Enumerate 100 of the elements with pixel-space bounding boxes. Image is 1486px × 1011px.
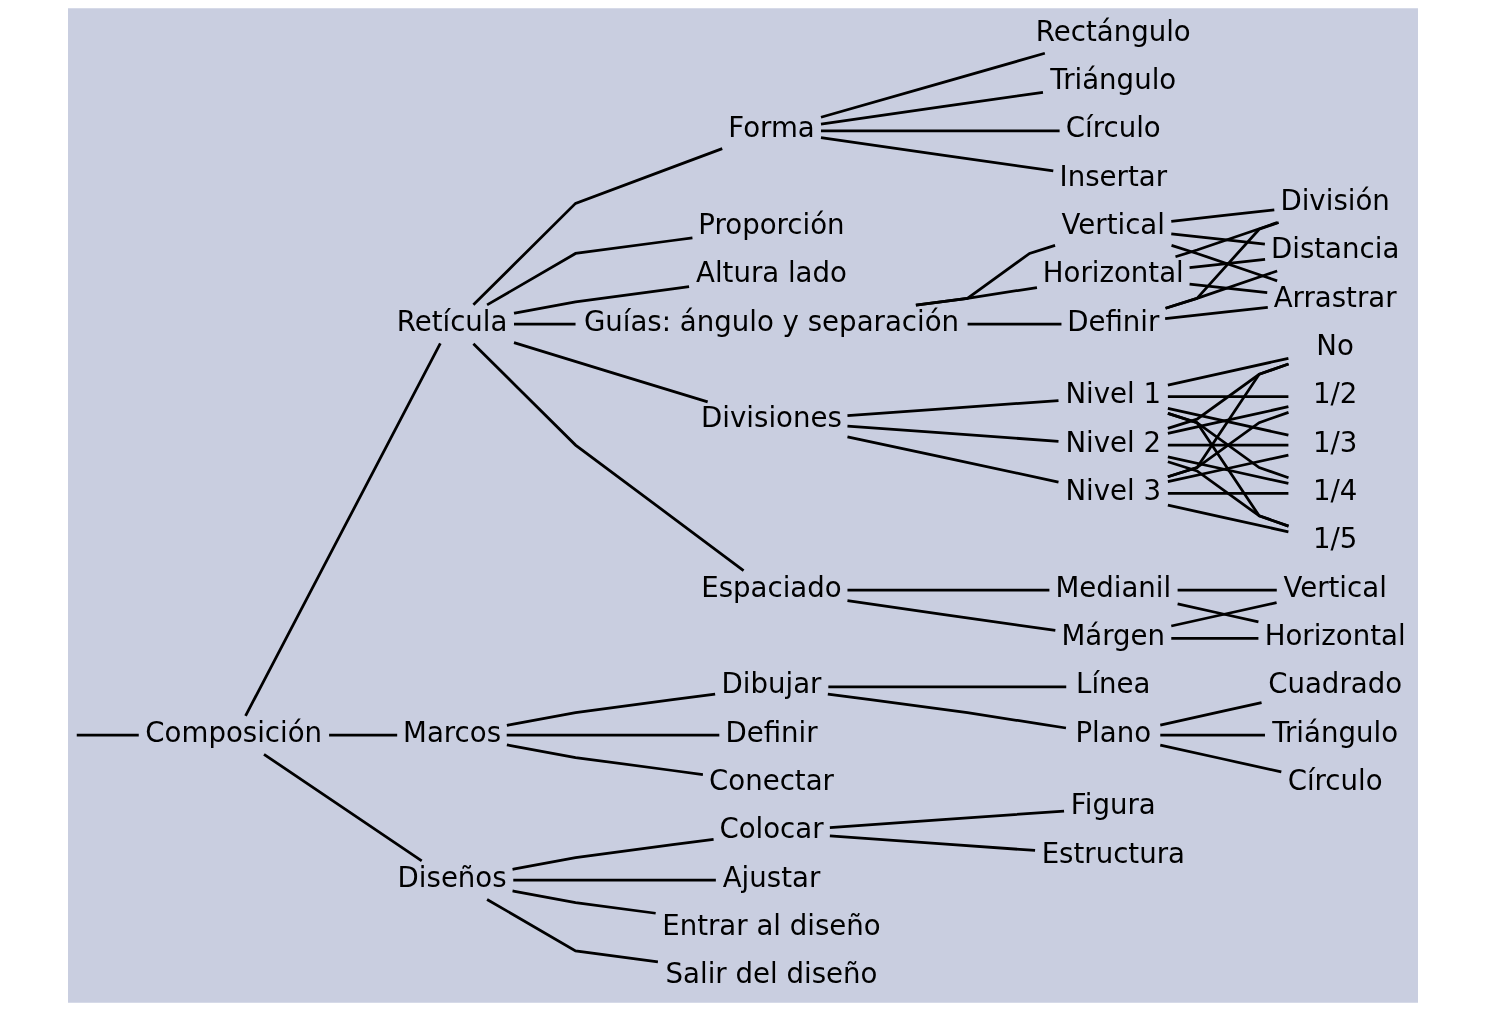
node-text: Triángulo	[1050, 63, 1177, 97]
node-text: Línea	[1076, 667, 1151, 701]
connector	[1165, 305, 1268, 321]
connector	[1167, 492, 1289, 495]
connector	[486, 898, 659, 964]
connector	[263, 753, 423, 862]
node-text: Dibujar	[721, 667, 822, 701]
connector	[506, 733, 720, 737]
connector	[1159, 701, 1262, 727]
node-text: Guías: ángulo y separación	[583, 304, 960, 338]
node-text: Estructura	[1041, 836, 1185, 870]
connector	[1167, 395, 1289, 399]
connector	[514, 322, 576, 326]
connector	[472, 147, 723, 306]
node-text: Distancia	[1270, 232, 1400, 266]
connector	[829, 809, 1065, 830]
node-text: Definir	[1067, 304, 1160, 338]
node-text: Figura	[1070, 788, 1156, 822]
connector	[76, 733, 139, 737]
node-text: Plano	[1075, 715, 1152, 749]
connector	[486, 236, 693, 307]
node-text: No	[1316, 328, 1354, 362]
connector	[967, 322, 1062, 326]
connector	[1175, 221, 1278, 259]
node-text: Nivel 1	[1065, 377, 1162, 411]
connector	[506, 692, 716, 727]
connector	[1159, 743, 1282, 774]
connector	[1167, 503, 1289, 534]
node-text: Rectángulo	[1035, 14, 1191, 48]
connector	[1160, 733, 1265, 737]
node-text: 1/2	[1312, 377, 1358, 411]
node-text: Composición	[145, 715, 323, 749]
connector	[1167, 460, 1289, 528]
connector	[1171, 244, 1278, 283]
node-text: Nivel 3	[1065, 473, 1162, 507]
connector	[820, 91, 1044, 126]
node-text: Vertical	[1061, 208, 1165, 242]
connector	[821, 129, 1060, 133]
connector	[513, 341, 709, 404]
node-text: Nivel 2	[1065, 425, 1162, 459]
connector	[847, 588, 1050, 592]
node-text: Medianil	[1055, 570, 1172, 604]
connector	[1171, 208, 1275, 223]
node-text: Cuadrado	[1268, 667, 1403, 701]
connector	[1167, 362, 1289, 479]
node-text: Ajustar	[722, 860, 821, 894]
node-text: Marcos	[403, 715, 502, 749]
node-text: Conectar	[709, 764, 834, 797]
node-text: 1/5	[1312, 522, 1358, 556]
connector	[1189, 282, 1268, 295]
node-text: Salir del diseño	[665, 957, 878, 991]
node-text: Triángulo	[1272, 715, 1399, 749]
connector	[1167, 412, 1289, 528]
node-text: Vertical	[1283, 570, 1387, 604]
node-text: Entrar al diseño	[662, 909, 881, 943]
node-text: Diseños	[397, 860, 507, 894]
node-text: Retícula	[396, 304, 508, 338]
connector	[915, 244, 1056, 307]
node-text: Forma	[728, 111, 815, 145]
connector	[244, 342, 442, 717]
connector	[915, 286, 1038, 307]
node-text: Colocar	[719, 812, 824, 846]
connector	[506, 743, 704, 776]
connector	[1171, 637, 1259, 640]
node-text: División	[1280, 183, 1390, 217]
connector	[1170, 601, 1277, 628]
connector	[472, 342, 745, 572]
connector	[1171, 232, 1266, 246]
node-text: 1/4	[1312, 473, 1358, 507]
connector	[512, 889, 656, 915]
connector	[1167, 357, 1289, 387]
connector	[513, 878, 716, 882]
node-text: Proporción	[698, 208, 845, 242]
connector	[820, 136, 1054, 173]
connector	[827, 692, 1067, 730]
node-text: Círculo	[1065, 111, 1161, 145]
node-text: Horizontal	[1042, 256, 1184, 290]
node-text: Espaciado	[701, 570, 842, 604]
node-text: Insertar	[1059, 159, 1168, 193]
connector	[829, 834, 1036, 852]
connector	[1189, 257, 1266, 269]
node-text: Horizontal	[1264, 618, 1406, 652]
node-text: Altura lado	[696, 256, 847, 290]
connector	[828, 685, 1067, 689]
connector	[847, 399, 1059, 417]
node-text: Arrastrar	[1273, 280, 1397, 314]
node-text: Definir	[725, 715, 818, 749]
connector	[1177, 588, 1277, 592]
connector	[820, 51, 1046, 119]
connector	[512, 837, 714, 871]
connector	[513, 285, 690, 315]
connector	[847, 599, 1056, 632]
connector	[847, 435, 1059, 484]
connector	[329, 733, 398, 737]
node-text: Márgen	[1061, 618, 1166, 652]
connector	[847, 424, 1059, 443]
node-text: Divisiones	[701, 401, 842, 435]
connector	[1165, 269, 1278, 310]
connector	[1165, 221, 1280, 310]
connector	[1177, 602, 1259, 624]
